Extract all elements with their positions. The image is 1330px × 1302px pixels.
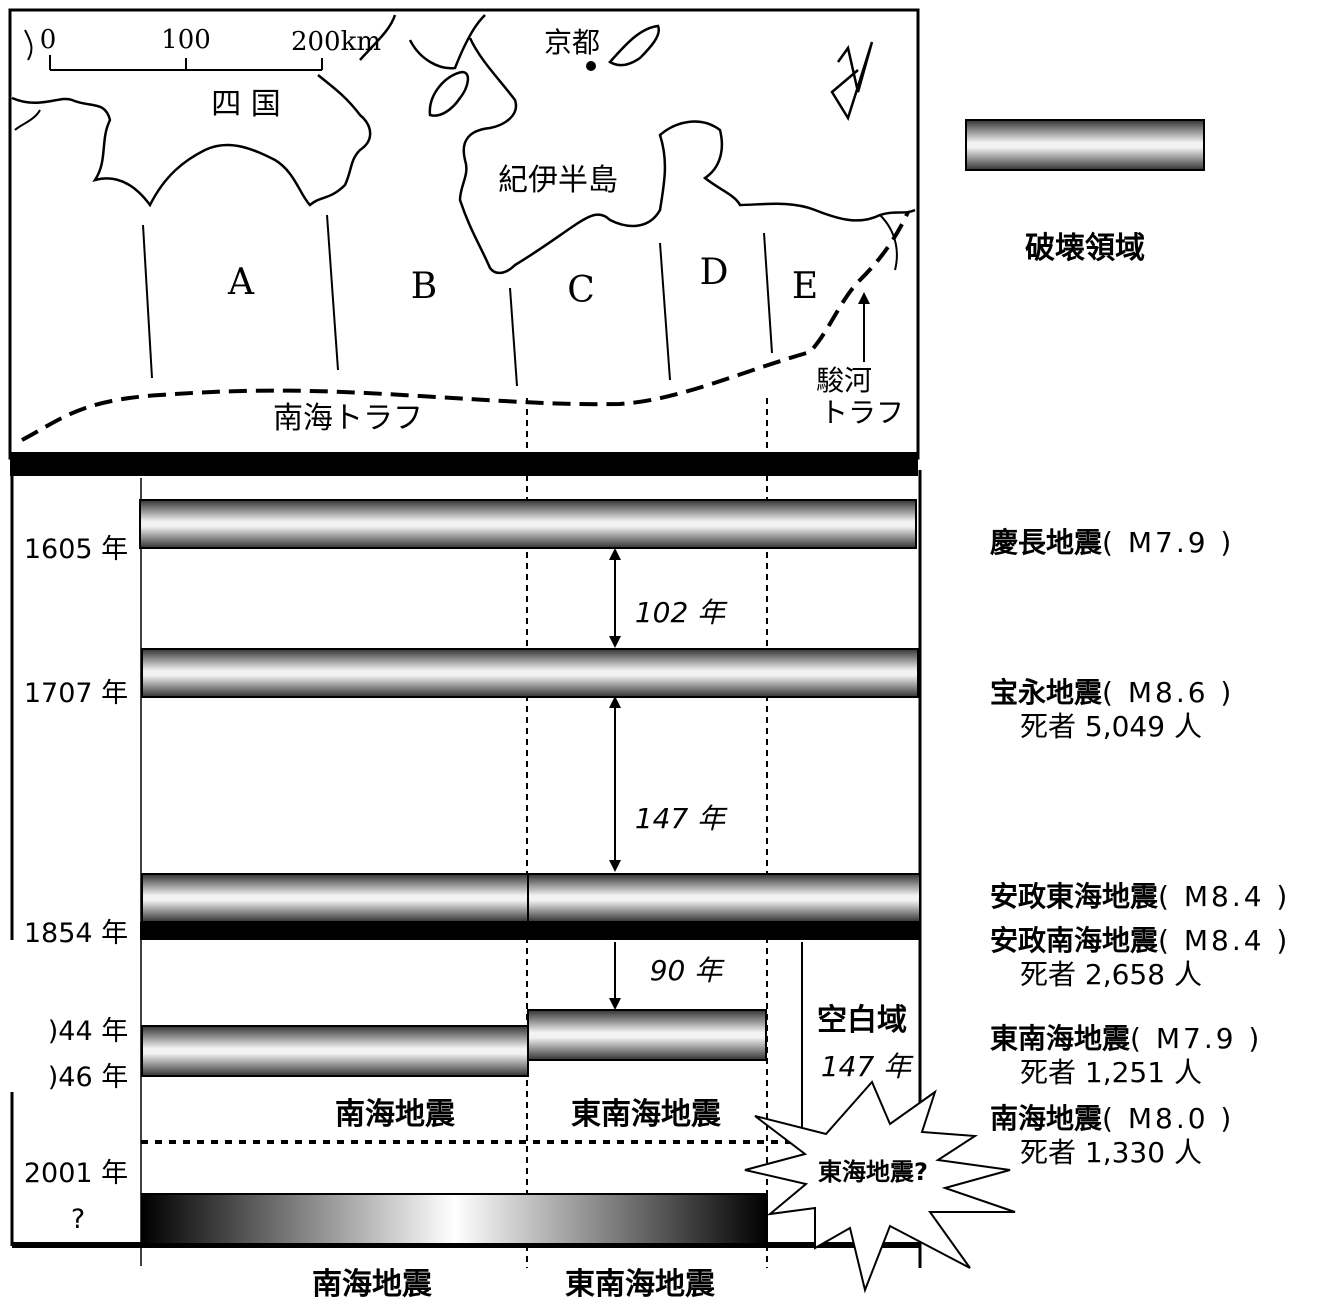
blank-zone-label: 空白域: [817, 1003, 907, 1038]
segment-boundaries: [142, 214, 773, 387]
quake-ansei-nankai: 安政南海地震( M8.4 ) 死者 2,658 人: [990, 924, 1290, 992]
year-label-1605: 1605 年: [24, 534, 128, 565]
bottom-label-nankai: 南海地震: [312, 1267, 433, 1302]
quake-deaths: 死者 5,049 人: [1020, 710, 1202, 743]
scale-label-0: 0: [40, 25, 57, 55]
awaji-island: [428, 70, 470, 117]
rupture-bar-1707: [141, 648, 919, 698]
quake-magnitude: ( M7.9 ): [1102, 526, 1235, 559]
quake-name: 安政南海地震: [990, 924, 1159, 957]
year-label-1944: )44 年: [48, 1016, 128, 1047]
quake-keicho: 慶長地震( M7.9 ): [990, 526, 1234, 560]
quake-deaths: 死者 2,658 人: [1020, 958, 1202, 991]
kyoto-dot: [586, 61, 596, 71]
nankai-trough-line: [21, 211, 910, 442]
quake-deaths: 死者 1,330 人: [1020, 1136, 1202, 1169]
suruga-label-2: トラフ: [820, 396, 904, 429]
honshu-coastline: [359, 14, 916, 275]
kii-inlet: [14, 29, 898, 271]
biwa-lake: [608, 24, 661, 67]
segment-label-a: A: [227, 262, 255, 303]
year-label-1946: )46 年: [48, 1062, 128, 1093]
segment-label-b: B: [411, 266, 437, 307]
quake-name: 南海地震: [990, 1102, 1103, 1135]
quake-tonankai: 東南海地震( M7.9 ) 死者 1,251 人: [990, 1022, 1262, 1090]
future-tokai-label: 東海地震?: [818, 1158, 928, 1186]
ansei-baseline: [140, 922, 920, 940]
rupture-bar-1854-tokai: [527, 873, 921, 923]
year-label-2001: 2001 年: [24, 1158, 128, 1189]
map-separator: [10, 452, 918, 476]
segment-label-c: C: [567, 270, 595, 311]
shikoku-label: 四 国: [211, 87, 281, 122]
quake-name: 宝永地震: [990, 676, 1103, 709]
quake-name: 東南海地震: [990, 1022, 1131, 1055]
shikoku-coastline: [11, 74, 372, 208]
quake-name: 慶長地震: [990, 526, 1103, 559]
rupture-bar-1944: [527, 1009, 767, 1061]
quake-magnitude: ( M8.4 ): [1158, 924, 1291, 957]
segment-label-d: D: [700, 252, 729, 293]
legend-label: 破壊領域: [1025, 231, 1145, 266]
region-label-tonankai: 東南海地震: [571, 1097, 722, 1132]
timeline-frame: [10, 470, 922, 1268]
region-label-nankai: 南海地震: [335, 1097, 456, 1132]
rupture-bar-1854-nankai: [141, 873, 529, 923]
kyoto-label: 京都: [544, 26, 600, 59]
quake-magnitude: ( M8.0 ): [1102, 1102, 1235, 1135]
scale-label-200km: 200km: [291, 27, 381, 57]
map-frame: [8, 8, 920, 460]
year-label-1707: 1707 年: [24, 678, 128, 709]
suruga-label-1: 駿河: [816, 364, 872, 397]
blank-zone-years: 147 年: [821, 1050, 914, 1083]
quake-deaths: 死者 1,251 人: [1020, 1056, 1202, 1089]
year-label-unknown: ?: [71, 1204, 85, 1235]
rupture-bar-future: [141, 1193, 768, 1245]
quake-hoei: 宝永地震( M8.6 ) 死者 5,049 人: [990, 676, 1234, 744]
quake-magnitude: ( M8.4 ): [1158, 880, 1291, 913]
scale-label-100: 100: [161, 25, 211, 55]
quake-magnitude: ( M8.6 ): [1102, 676, 1235, 709]
interval-label-2: 147 年: [635, 802, 728, 835]
rupture-bar-1946: [141, 1025, 529, 1077]
scale-bar: 0 100 200km: [40, 25, 381, 71]
year-label-1854: 1854 年: [24, 918, 128, 949]
segment-label-e: E: [792, 266, 818, 307]
interval-label-1: 102 年: [635, 596, 728, 629]
quake-name: 安政東海地震: [990, 880, 1159, 913]
future-tokai-burst-icon: [744, 1080, 1016, 1294]
legend-swatch: [965, 119, 1205, 171]
rupture-bar-1605: [139, 499, 917, 549]
quake-ansei-tokai: 安政東海地震( M8.4 ): [990, 880, 1290, 914]
map-panel: 0 100 200km 京都 四 国 紀伊半島 A B C D E 南海トラフ …: [8, 8, 920, 460]
quake-magnitude: ( M7.9 ): [1130, 1022, 1263, 1055]
quake-nankai: 南海地震( M8.0 ) 死者 1,330 人: [990, 1102, 1234, 1170]
interval-label-3: 90 年: [650, 954, 726, 987]
bottom-label-tonankai: 東南海地震: [565, 1267, 716, 1302]
north-arrow-icon: [830, 41, 874, 121]
nankai-trough-label: 南海トラフ: [273, 401, 423, 436]
kii-peninsula-label: 紀伊半島: [498, 163, 618, 198]
